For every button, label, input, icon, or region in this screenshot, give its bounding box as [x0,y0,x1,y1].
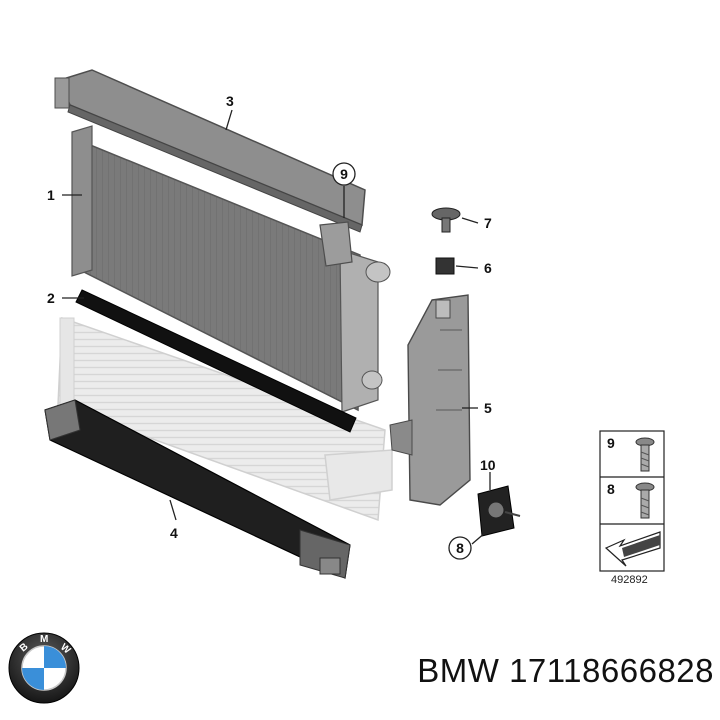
callout-2: 2 [47,290,55,306]
brand-row: B M W BMW 17118666828 [8,632,714,712]
callout-9: 9 [340,166,348,182]
bmw-logo-icon: B M W [8,632,80,704]
direction-arrow-icon [604,531,661,567]
lower-air-duct [44,399,351,579]
part-caption: BMW 17118666828 [417,652,714,689]
callout-10: 10 [480,457,496,473]
callout-9-circle: 9 [332,162,356,186]
grommet [435,257,455,275]
leader-lines [62,109,491,545]
air-guide-flap [477,485,521,537]
callout-4: 4 [170,525,178,541]
callout-1: 1 [47,187,55,203]
reference-number: 492892 [611,574,648,586]
callout-6: 6 [484,260,492,276]
upper-cover [54,69,366,267]
callout-7: 7 [484,215,492,231]
radiator [71,125,391,413]
legend-label-9: 9 [607,435,615,451]
screw-icon-9 [635,437,655,472]
screw-icon-8 [635,482,655,519]
callout-8-circle: 8 [448,536,472,560]
fastener-legend: 9 8 492892 [599,430,665,586]
callout-3: 3 [226,93,234,109]
legend-label-8: 8 [607,481,615,497]
callout-8: 8 [456,540,464,556]
logo-letter-m: M [40,634,48,645]
side-bracket [389,294,471,506]
clip [431,207,461,233]
callout-5: 5 [484,400,492,416]
